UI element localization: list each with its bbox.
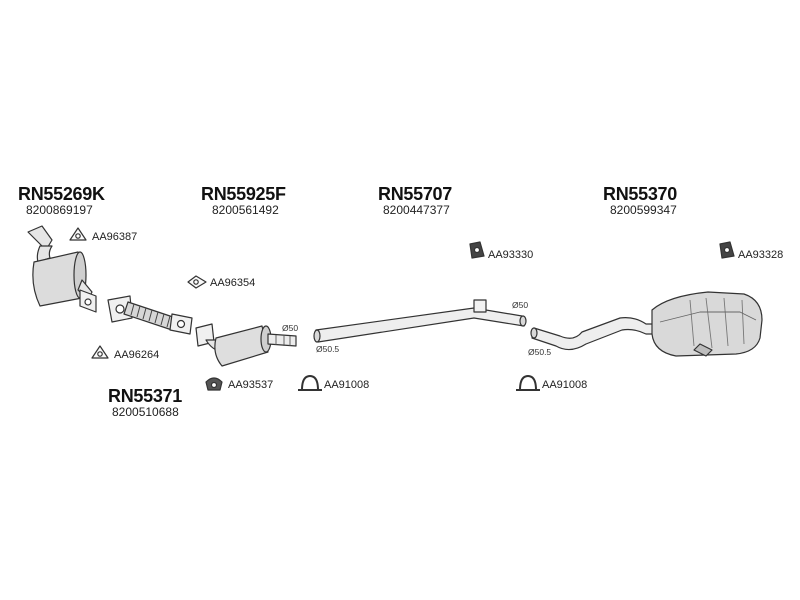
mid-pipe-drawing: [313, 299, 527, 343]
rear-silencer-drawing: [530, 291, 763, 357]
flex-pipe-drawing: [107, 295, 193, 335]
mid-pipe-outlet-diameter: Ø50: [512, 300, 529, 310]
catalyst-oem-number: 8200869197: [26, 203, 93, 217]
clamp-a-label: AA91008: [324, 379, 370, 391]
gasket-a-label: AA96387: [92, 231, 138, 243]
hanger-a-label: AA93330: [488, 249, 534, 261]
gasket-b-drawing: [187, 275, 207, 289]
hanger-b-label: AA93328: [738, 249, 784, 261]
clamp-b-drawing: [516, 375, 540, 391]
rear-silencer-oem-number: 8200599347: [610, 203, 677, 217]
mid-pipe-oem-number: 8200447377: [383, 203, 450, 217]
gasket-a-drawing: [69, 227, 87, 241]
mid-pipe-inlet-diameter: Ø50.5: [316, 344, 340, 354]
gasket-c-label: AA96264: [114, 349, 160, 361]
hanger-b-drawing: [719, 241, 735, 259]
gasket-c-drawing: [91, 345, 109, 359]
hanger-a-drawing: [469, 241, 485, 259]
dpf-drawing: [195, 323, 297, 367]
rear-inlet-diameter: Ø50.5: [528, 347, 552, 357]
dpf-part-number: RN55925F: [201, 184, 286, 204]
hanger-c-drawing: [205, 377, 223, 391]
gasket-b-label: AA96354: [210, 277, 256, 289]
flex-pipe-part-number: RN55371: [108, 386, 182, 406]
dpf-outlet-diameter: Ø50: [282, 323, 299, 333]
rear-silencer-part-number: RN55370: [603, 184, 677, 204]
hanger-c-label: AA93537: [228, 379, 274, 391]
flex-pipe-oem-number: 8200510688: [112, 405, 179, 419]
clamp-a-drawing: [298, 375, 322, 391]
catalyst-drawing: [27, 225, 97, 313]
dpf-oem-number: 8200561492: [212, 203, 279, 217]
catalyst-part-number: RN55269K: [18, 184, 105, 204]
mid-pipe-part-number: RN55707: [378, 184, 452, 204]
clamp-b-label: AA91008: [542, 379, 588, 391]
